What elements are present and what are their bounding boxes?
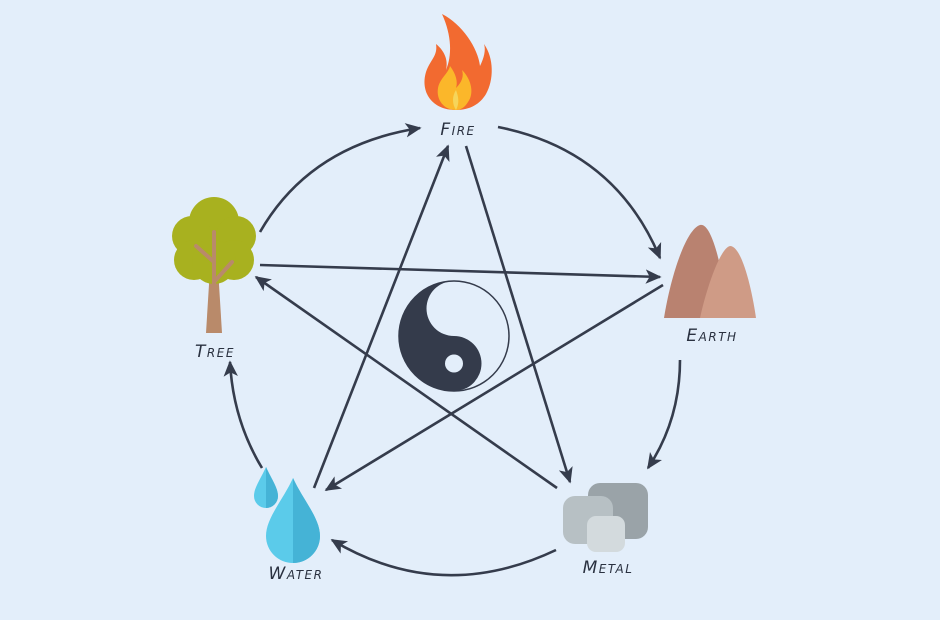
tree-label: Tree: [195, 342, 235, 362]
arrow-earth-to-metal: [646, 359, 682, 470]
tree-icon: [172, 197, 256, 333]
arrow-fire-to-earth: [497, 125, 662, 260]
fire-label: Fire: [440, 120, 475, 140]
arrow-metal-to-water: [330, 538, 557, 577]
arrow-earth-to-water: [324, 283, 664, 492]
arrow-tree-to-fire: [258, 123, 422, 233]
water-label: Water: [269, 564, 324, 584]
fire-icon: [424, 14, 492, 110]
arrow-tree-to-earth: [259, 263, 662, 284]
arrow-fire-to-metal: [464, 145, 573, 484]
arrow-water-to-fire: [312, 144, 450, 489]
water-icon: [254, 467, 320, 563]
arrow-metal-to-tree: [254, 275, 558, 490]
earth-label: Earth: [686, 326, 737, 346]
metal-label: Metal: [583, 558, 634, 578]
yin-yang-icon: [398, 280, 510, 392]
metal-icon: [563, 483, 648, 552]
controlling-cycle: [254, 144, 664, 492]
arrow-water-to-tree: [223, 360, 264, 469]
earth-icon: [664, 224, 756, 318]
generating-cycle: [223, 123, 682, 577]
